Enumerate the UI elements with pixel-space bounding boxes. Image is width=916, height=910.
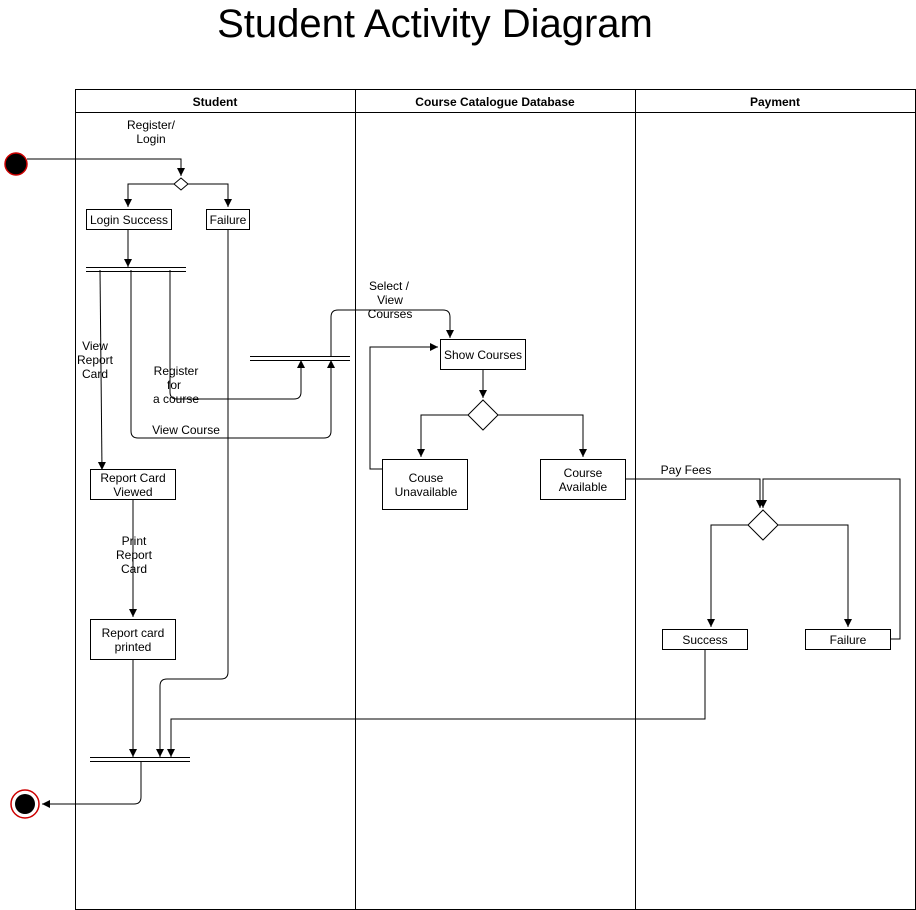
final-node <box>10 789 40 819</box>
login-failure-label: Failure <box>210 213 247 227</box>
label-view-course: View Course <box>152 423 220 437</box>
edge-unavailable-loop-back <box>369 343 438 470</box>
join-bar-course <box>250 356 350 361</box>
lane-header-course-catalogue: Course Catalogue Database <box>415 95 575 109</box>
edge-payment-success-to-join <box>167 650 706 757</box>
edge-join-to-end <box>42 761 142 808</box>
label-print-report-card-1: Print <box>122 534 147 548</box>
payment-failure-node <box>805 629 891 650</box>
label-pay-fees: Pay Fees <box>661 463 712 477</box>
diagram-title: Student Activity Diagram <box>217 2 653 46</box>
label-print-report-card-3: Card <box>121 562 147 576</box>
join-bar-final <box>90 757 190 762</box>
login-failure-node <box>206 209 250 230</box>
login-success-label: Login Success <box>90 213 168 227</box>
edge-to-payment-failure <box>778 524 852 627</box>
edge-to-course-available <box>498 414 587 457</box>
label-view-report-card-1: View <box>82 339 108 353</box>
fork-bar-student <box>86 267 186 272</box>
label-select-view-courses-3: Courses <box>368 307 413 321</box>
edge-fork-to-report-card <box>97 269 106 471</box>
course-unavailable-node <box>382 459 468 510</box>
edge-to-course-unavailable <box>417 414 468 457</box>
report-card-printed-label-2: printed <box>115 640 152 654</box>
edge-to-show-courses <box>330 309 454 356</box>
report-card-viewed-label-1: Report Card <box>100 471 165 485</box>
label-select-view-courses-1: Select / <box>369 279 410 293</box>
label-register-login-2: Login <box>136 132 165 146</box>
edge-to-login-failure <box>188 183 232 207</box>
course-available-label-1: Course <box>564 466 603 480</box>
label-register-login-1: Register/ <box>127 118 176 132</box>
show-courses-label: Show Courses <box>444 348 522 362</box>
edge-payment-failure-retry <box>759 478 901 640</box>
login-decision-node <box>173 177 189 191</box>
initial-node <box>4 152 28 176</box>
lane-header-payment: Payment <box>750 95 800 109</box>
payment-failure-label: Failure <box>830 633 867 647</box>
show-courses-node <box>440 339 526 370</box>
lane-header-student: Student <box>193 95 238 109</box>
swimlane-container: Student Course Catalogue Database Paymen… <box>75 89 916 910</box>
report-card-printed-label-1: Report card <box>102 626 165 640</box>
payment-decision-node <box>747 509 779 541</box>
edge-view-course <box>130 270 335 439</box>
label-register-for-course-1: Register <box>154 364 199 378</box>
label-view-report-card-3: Card <box>82 367 108 381</box>
label-register-for-course-3: a course <box>153 392 199 406</box>
label-print-report-card-2: Report <box>116 548 153 562</box>
login-success-node <box>86 209 172 230</box>
report-card-viewed-label-2: Viewed <box>113 485 152 499</box>
edge-register-for-course <box>169 270 305 400</box>
edge-to-login-success <box>124 183 174 207</box>
report-card-viewed-node <box>90 469 176 500</box>
availability-decision-node <box>467 399 499 431</box>
label-view-report-card-2: Report <box>77 353 114 367</box>
edge-pay-fees <box>626 478 764 508</box>
report-card-printed-node <box>90 619 176 660</box>
course-unavailable-label-1: Couse <box>409 471 444 485</box>
edge-to-payment-success <box>707 524 748 627</box>
edge-start-to-decision <box>27 158 185 176</box>
label-select-view-courses-2: View <box>377 293 403 307</box>
payment-success-node <box>662 629 748 650</box>
course-unavailable-label-2: Unavailable <box>395 485 458 499</box>
label-register-for-course-2: for <box>167 378 181 392</box>
course-available-label-2: Available <box>559 480 608 494</box>
payment-success-label: Success <box>682 633 727 647</box>
course-available-node <box>540 459 626 500</box>
edge-login-failure-to-join <box>156 230 229 757</box>
